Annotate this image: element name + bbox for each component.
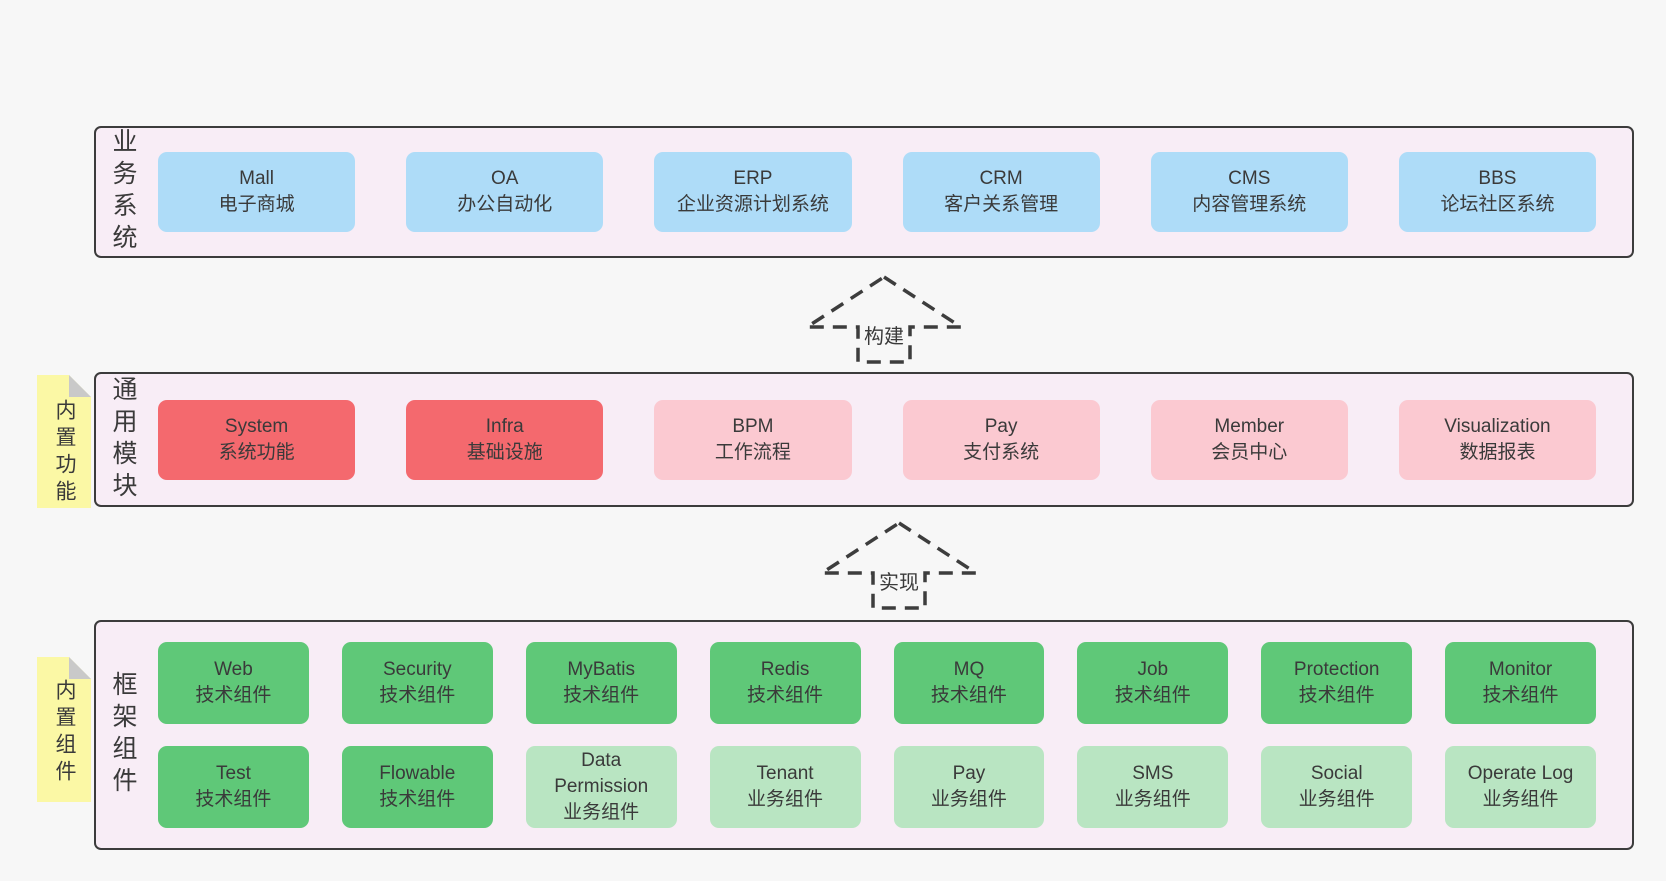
band-common-modules: 通用模块 System 系统功能 Infra 基础设施 BPM 工作流程 Pay… <box>94 372 1634 507</box>
box-crm: CRM 客户关系管理 <box>902 152 1100 232</box>
band-label-business-systems: 业务系统 <box>109 128 137 256</box>
arrow-build: 构建 <box>801 274 967 364</box>
box-job: Job 技术组件 <box>1077 642 1229 724</box>
arrow-implement: 实现 <box>816 520 982 610</box>
box-tenant: Tenant 业务组件 <box>709 746 861 828</box>
sticky-built-in-components: 内置组件 <box>37 657 91 802</box>
box-protection: Protection 技术组件 <box>1261 642 1413 724</box>
box-mall: Mall 电子商城 <box>158 152 356 232</box>
box-bbs: BBS 论坛社区系统 <box>1398 152 1597 232</box>
arrow-implement-outline <box>816 520 982 610</box>
band-framework-components: 框架组件 Web 技术组件 Security 技术组件 MyBatis 技术组件… <box>94 620 1634 850</box>
box-pay-component: Pay 业务组件 <box>893 746 1045 828</box>
arrow-build-label: 构建 <box>864 325 904 348</box>
arrow-build-outline <box>801 274 967 364</box>
box-operate-log: Operate Log 业务组件 <box>1445 746 1596 828</box>
box-cms: CMS 内容管理系统 <box>1150 152 1348 232</box>
arrow-implement-label-bg <box>876 570 922 596</box>
box-mq: MQ 技术组件 <box>893 642 1045 724</box>
arrow-build-label-bg <box>861 324 907 350</box>
box-security: Security 技术组件 <box>341 642 493 724</box>
box-social: Social 业务组件 <box>1261 746 1413 828</box>
box-erp: ERP 企业资源计划系统 <box>654 152 852 232</box>
box-visualization: Visualization 数据报表 <box>1398 399 1597 480</box>
common-modules-boxes: System 系统功能 Infra 基础设施 BPM 工作流程 Pay 支付系统… <box>150 399 1632 480</box>
box-infra: Infra 基础设施 <box>406 399 604 480</box>
box-pay: Pay 支付系统 <box>902 399 1100 480</box>
band-business-systems: 业务系统 Mall 电子商城 OA 办公自动化 ERP 企业资源计划系统 CRM… <box>94 126 1634 258</box>
box-web: Web 技术组件 <box>158 642 309 724</box>
sticky-built-in-features: 内置功能 <box>37 375 91 508</box>
sticky-built-in-features-label: 内置功能 <box>53 399 76 507</box>
box-oa: OA 办公自动化 <box>406 152 604 232</box>
sticky-built-in-components-label: 内置组件 <box>53 679 76 787</box>
band-label-common-modules: 通用模块 <box>109 375 137 504</box>
framework-components-boxes: Web 技术组件 Security 技术组件 MyBatis 技术组件 Redi… <box>150 642 1632 828</box>
box-monitor: Monitor 技术组件 <box>1445 642 1596 724</box>
box-bpm: BPM 工作流程 <box>654 399 852 480</box>
box-data-permission: Data Permission 业务组件 <box>525 746 677 828</box>
business-systems-boxes: Mall 电子商城 OA 办公自动化 ERP 企业资源计划系统 CRM 客户关系… <box>150 152 1632 232</box>
box-system: System 系统功能 <box>158 399 356 480</box>
arrow-implement-label: 实现 <box>879 571 919 594</box>
box-member: Member 会员中心 <box>1150 399 1348 480</box>
box-test: Test 技术组件 <box>158 746 309 828</box>
box-redis: Redis 技术组件 <box>709 642 861 724</box>
box-sms: SMS 业务组件 <box>1077 746 1229 828</box>
box-mybatis: MyBatis 技术组件 <box>525 642 677 724</box>
band-label-framework-components: 框架组件 <box>109 671 137 799</box>
box-flowable: Flowable 技术组件 <box>341 746 493 828</box>
